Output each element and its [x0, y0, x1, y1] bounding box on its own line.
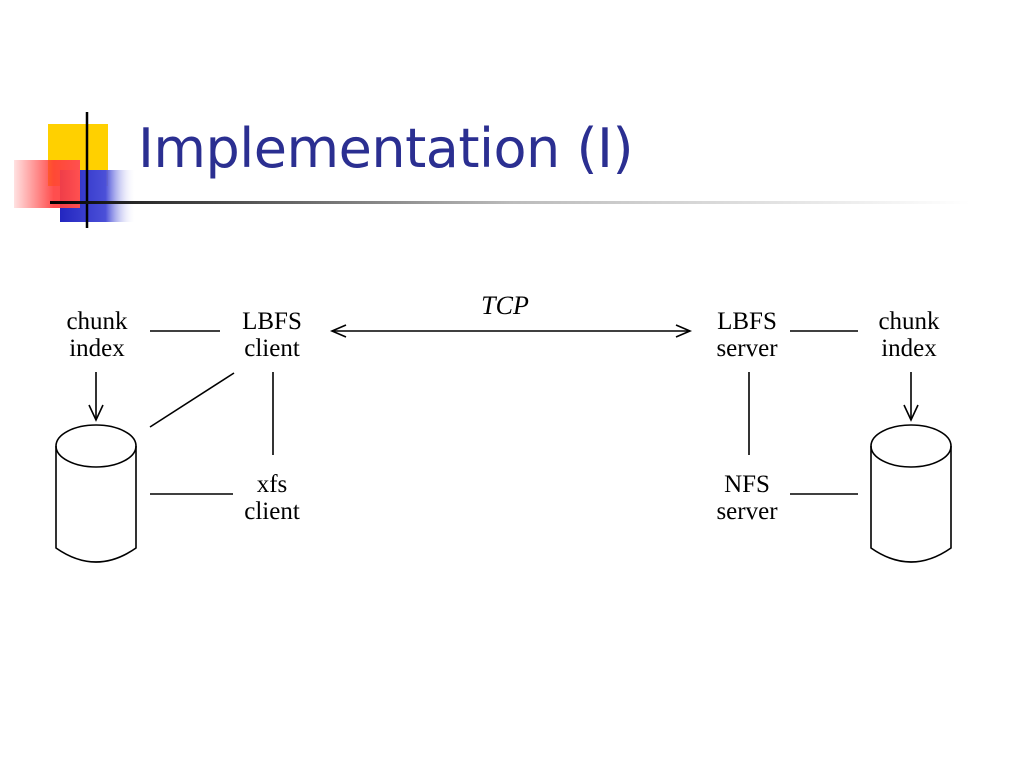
title-underline	[50, 201, 970, 204]
right-index-arrow	[903, 372, 919, 422]
page-title: Implementation (I)	[138, 117, 634, 180]
left-chunk-index-label-line2: index	[69, 335, 125, 362]
xfs-client-label-line2: client	[244, 498, 300, 525]
title-decoration	[14, 112, 970, 228]
right-chunk-index-label-line2: index	[881, 335, 937, 362]
nfs-server-label-line2: server	[716, 498, 778, 525]
lbfs-client-label-line1: LBFS	[242, 308, 302, 335]
nfs-server-label-line1: NFS	[724, 471, 770, 498]
deco-red-square	[14, 160, 80, 208]
xfs-client-label-line1: xfs	[257, 471, 288, 498]
left-index-arrow	[88, 372, 104, 422]
lbfs-server-label-line1: LBFS	[717, 308, 777, 335]
lbfs-client-to-disk-line	[149, 372, 235, 428]
tcp-label: TCP	[481, 291, 529, 320]
right-chunk-index-label-line1: chunk	[878, 308, 940, 335]
left-disk-icon	[55, 424, 137, 563]
tcp-connection-arrow	[329, 324, 693, 338]
lbfs-architecture-diagram: chunk index LBFS client xfs client TCP L…	[55, 291, 952, 563]
lbfs-server-label-line2: server	[716, 335, 778, 362]
lbfs-client-label-line2: client	[244, 335, 300, 362]
left-chunk-index-label-line1: chunk	[66, 308, 128, 335]
right-disk-icon	[870, 424, 952, 563]
